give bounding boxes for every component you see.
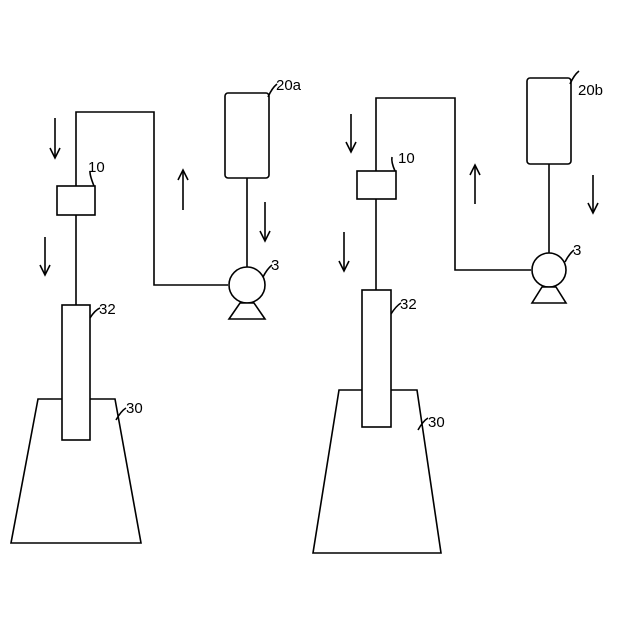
left-unit-label: 10	[88, 159, 105, 176]
right-unit-label: 10	[398, 150, 415, 167]
right-pipe-loop	[376, 98, 531, 270]
right-container-label: 20b	[578, 82, 603, 99]
right-pump	[532, 253, 566, 287]
left-vessel-label: 30	[126, 400, 143, 417]
left-pump	[229, 267, 265, 303]
left-pump-base	[229, 303, 265, 319]
right-arrow-down-top	[346, 114, 356, 152]
left-system: 20a 3 10 30 32	[11, 77, 302, 543]
left-container-label: 20a	[276, 77, 302, 94]
right-nozzle	[362, 290, 391, 427]
right-arrow-down-pump	[588, 175, 598, 213]
right-container	[527, 78, 571, 164]
right-pump-label: 3	[573, 242, 581, 259]
right-unit-leader	[392, 157, 395, 171]
left-pipe-loop	[76, 112, 228, 285]
left-container	[225, 93, 269, 178]
right-pump-base	[532, 287, 566, 303]
right-unit	[357, 171, 396, 199]
right-nozzle-label: 32	[400, 296, 417, 313]
right-arrow-down-bottom	[339, 232, 349, 271]
left-arrow-down-top	[50, 118, 60, 158]
right-arrow-up	[470, 165, 480, 204]
right-vessel-label: 30	[428, 414, 445, 431]
left-nozzle	[62, 305, 90, 440]
left-nozzle-label: 32	[99, 301, 116, 318]
left-unit	[57, 186, 95, 215]
left-arrow-down-bottom	[40, 237, 50, 275]
right-system: 20b 3 10 30 32	[313, 71, 603, 553]
left-arrow-down-pump	[260, 202, 270, 241]
left-arrow-up	[178, 170, 188, 210]
left-pump-label: 3	[271, 257, 279, 274]
